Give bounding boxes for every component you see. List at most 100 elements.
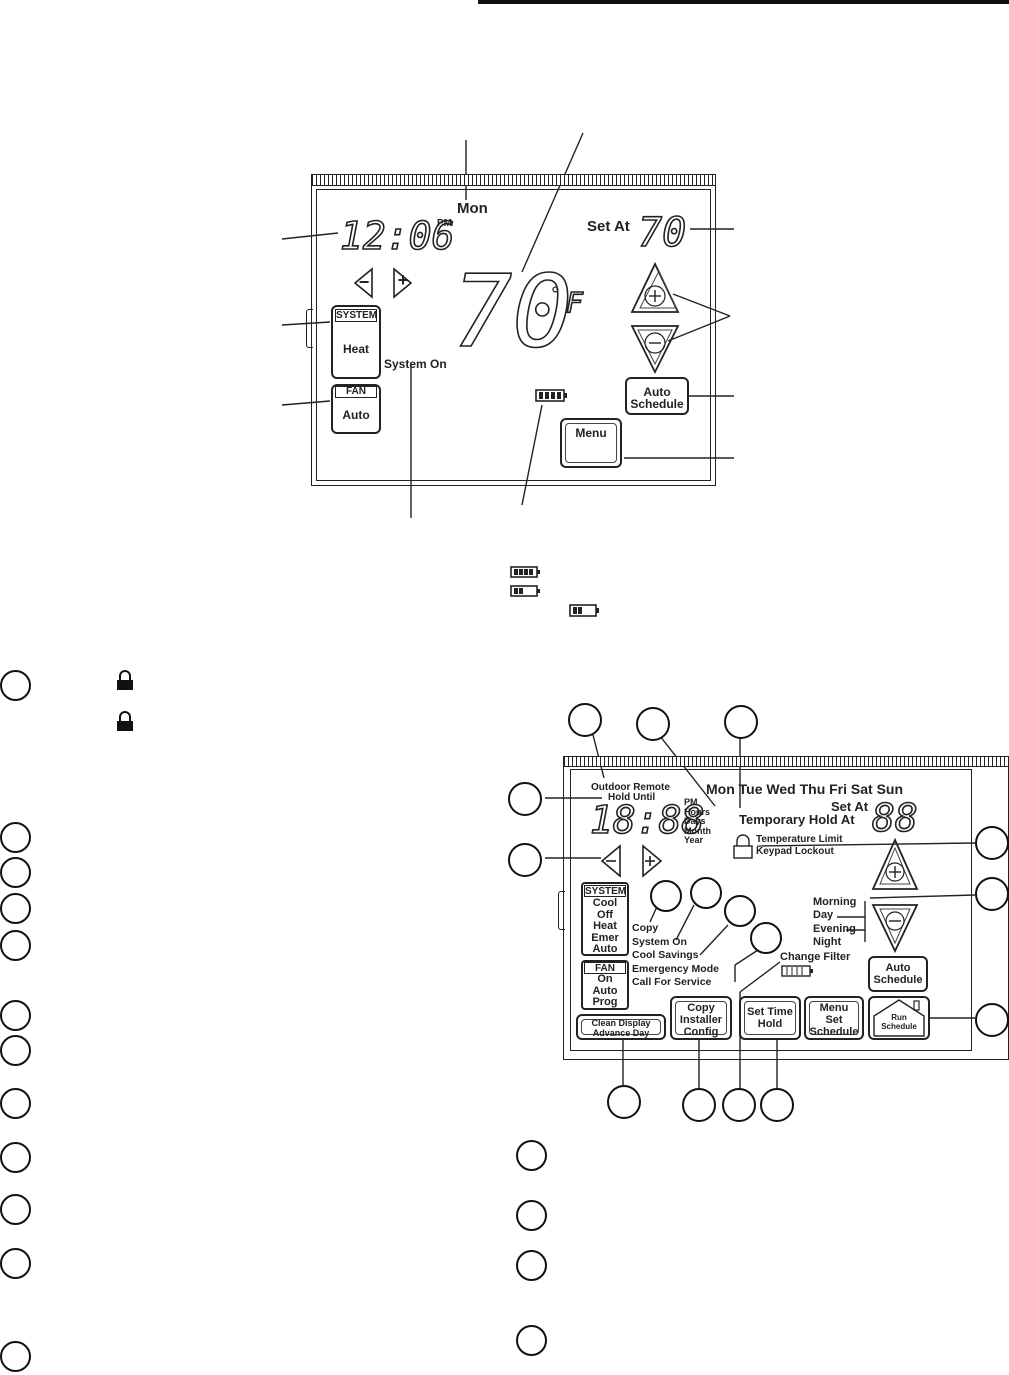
period-evening: Evening (813, 922, 856, 935)
menu-label: Menu (575, 426, 607, 440)
menu-set-schedule-button[interactable]: Menu Set Schedule (804, 996, 864, 1040)
run-schedule-button[interactable]: Run Schedule (868, 996, 930, 1040)
time-forward-icon-2[interactable] (642, 844, 663, 878)
year-label: Year (684, 835, 704, 845)
temp-up-icon-2[interactable] (871, 837, 919, 890)
period-day: Day (813, 909, 834, 922)
status-system-on: System On (632, 935, 687, 948)
battery-icon (535, 389, 567, 402)
mode-off: Off (597, 908, 613, 921)
mode-cool: Cool (592, 897, 618, 909)
system-button-2[interactable]: SYSTEM Cool Off Heat Emer Auto (581, 882, 629, 956)
fan-button[interactable]: FAN Auto (331, 384, 381, 434)
callout-circle (0, 893, 31, 924)
hold-label: Hold (757, 1018, 783, 1030)
days-label: Days (684, 816, 706, 826)
callout-circle (516, 1250, 547, 1281)
keypad-lockout-label: Keypad Lockout (756, 846, 834, 857)
change-filter-icon (781, 965, 813, 977)
display-inner-border (570, 769, 972, 1051)
set-digits-2: 88 (871, 795, 918, 841)
fan-prog: Prog (592, 996, 618, 1008)
callout-circle (0, 930, 31, 961)
lock-outline-icon (733, 834, 753, 859)
set-at-digits: 70 (637, 209, 687, 257)
copy-installer-config-button[interactable]: Copy Installer Config (670, 996, 732, 1040)
system-modes: Cool Off Heat Emer Auto (583, 897, 627, 956)
pm-indicator: PM (437, 218, 452, 229)
fan-on: On (597, 973, 613, 985)
clock-display: 12:06 (339, 213, 455, 259)
menu-label-2: Menu (819, 1002, 849, 1014)
set-at-label: Set At (587, 218, 630, 235)
callout-circle (636, 707, 670, 741)
callout-circle (0, 1035, 31, 1066)
system-header-2: SYSTEM (584, 885, 627, 897)
callout-circle (724, 705, 758, 739)
callout-circle (975, 1003, 1009, 1037)
period-morning: Morning (813, 896, 857, 908)
lock-icon (117, 711, 133, 731)
advance-day-label: Advance Day (592, 1027, 650, 1038)
callout-circle (0, 1248, 31, 1279)
callout-circle (516, 1140, 547, 1171)
time-back-icon[interactable] (353, 267, 373, 299)
hold-until-label: Hold Until (608, 792, 656, 803)
month-label: Month (684, 825, 711, 836)
mode-heat: Heat (593, 920, 617, 932)
menu-button[interactable]: Menu (560, 418, 622, 468)
temperature-limit-label: Temperature Limit (756, 834, 843, 845)
fan-auto: Auto (592, 984, 618, 997)
auto-schedule-2-line1: Auto (885, 962, 911, 974)
temp-down-icon[interactable] (630, 325, 680, 375)
callout-circle (508, 843, 542, 877)
callout-circle (975, 826, 1009, 860)
system-button[interactable]: SYSTEM Heat (331, 305, 381, 379)
time-back-icon-2[interactable] (600, 844, 621, 878)
clean-display-button[interactable]: Clean Display Advance Day (576, 1014, 666, 1040)
auto-schedule-button[interactable]: Auto Schedule (625, 377, 689, 415)
display-top-strip (312, 175, 715, 186)
callout-circle (0, 670, 31, 701)
lock-icon (117, 670, 133, 690)
time-forward-icon[interactable] (393, 267, 413, 299)
callout-circle (750, 922, 782, 954)
status-messages: Copy System On Cool Savings Emergency Mo… (632, 922, 719, 990)
callout-circle (0, 822, 31, 853)
installer-label: Installer (679, 1014, 723, 1026)
fan-mode: Auto (342, 408, 370, 422)
header-rule (478, 0, 1009, 4)
mode-emer: Emer (591, 931, 619, 944)
run-label: Run (891, 1013, 907, 1022)
auto-schedule-button-2[interactable]: Auto Schedule (868, 956, 928, 992)
system-header: SYSTEM (335, 309, 378, 322)
callout-circle (690, 877, 722, 909)
callout-circle (0, 1000, 31, 1031)
temp-down-icon-2[interactable] (871, 904, 919, 954)
callout-circle (568, 703, 602, 737)
day-label: Mon (457, 200, 488, 217)
callout-circle (516, 1200, 547, 1231)
change-filter-label: Change Filter (780, 951, 851, 963)
set-at-label-2: Set At (831, 799, 869, 814)
plus-label: + (397, 270, 409, 290)
battery-full-icon (510, 566, 540, 578)
set-time-label: Set Time (747, 1006, 793, 1018)
fan-header-2: FAN (584, 962, 626, 974)
display-top-strip (564, 757, 1008, 767)
callout-circle (0, 1088, 31, 1119)
period-labels: Morning Day Evening Night (813, 896, 856, 949)
lock-labels: Temperature Limit Keypad Lockout (756, 834, 843, 858)
status-cool-savings: Cool Savings (632, 949, 699, 962)
fan-button-2[interactable]: FAN On Auto Prog (581, 960, 629, 1010)
callout-circle (0, 1194, 31, 1225)
callout-circle (607, 1085, 641, 1119)
callout-circle (0, 857, 31, 888)
fan-header: FAN (335, 386, 377, 398)
set-time-hold-button[interactable]: Set Time Hold (739, 996, 801, 1040)
period-night: Night (813, 935, 842, 948)
